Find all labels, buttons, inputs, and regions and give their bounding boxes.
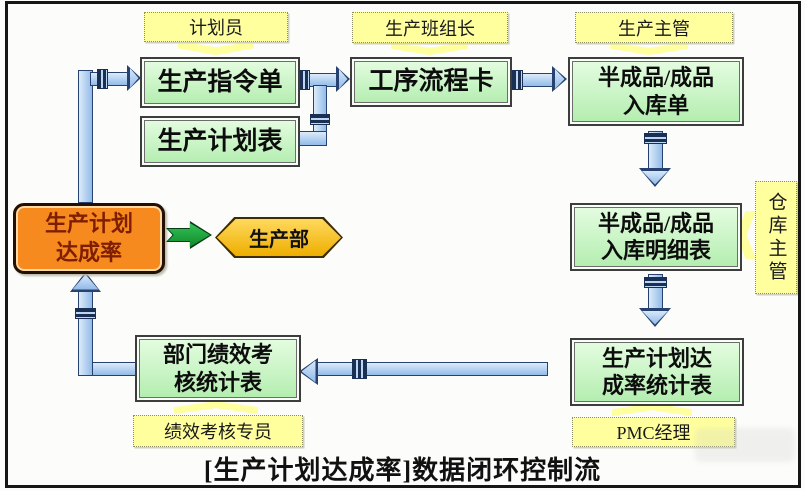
connector-branch-to-plan-vertical xyxy=(313,85,327,134)
role-label-production-supervisor: 生产主管 xyxy=(575,12,733,43)
connector-branch-to-plan-foot xyxy=(296,131,327,146)
doc-label-line1: 部门绩效考 xyxy=(162,342,273,367)
connector-joint xyxy=(97,69,108,89)
connector-dept-to-kpi-foot xyxy=(92,362,138,376)
role-label-text: 生产班组长 xyxy=(385,18,475,39)
doc-box-warehouse-detail: 半成品/成品 入库明细表 xyxy=(570,203,742,271)
kpi-box-production-plan-achievement-rate: 生产计划 达成率 xyxy=(13,203,165,274)
doc-box-production-order: 生产指令单 xyxy=(140,57,300,108)
role-label-text: 绩效考核专员 xyxy=(164,422,272,442)
kpi-label-line2: 达成率 xyxy=(55,239,122,265)
doc-box-warehouse-receipt: 半成品/成品 入库单 xyxy=(568,57,744,126)
connector-joint xyxy=(310,114,330,125)
connector-kpi-to-order-horizontal xyxy=(90,72,130,86)
up-chevron-pmc-manager xyxy=(612,403,692,416)
connector-joint xyxy=(644,133,667,144)
right-arrowhead-into-flowcard xyxy=(336,66,350,92)
doc-label-line1: 半成品/成品 xyxy=(597,210,715,236)
role-label-text: 计划员 xyxy=(189,18,243,38)
up-arrowhead-into-kpi xyxy=(70,272,101,292)
doc-box-process-flow-card: 工序流程卡 xyxy=(350,57,512,107)
doc-label-line1: 半成品/成品 xyxy=(597,65,715,90)
down-chevron-team-leader xyxy=(391,42,468,55)
doc-label-line2: 入库单 xyxy=(622,92,689,118)
connector-joint xyxy=(644,277,667,288)
role-label-team-leader: 生产班组长 xyxy=(352,12,508,43)
role-label-planner: 计划员 xyxy=(144,12,288,42)
watermark-smudge xyxy=(695,428,795,462)
role-label-text: PMC经理 xyxy=(616,423,691,443)
role-label-warehouse-supervisor: 仓库主管 xyxy=(755,181,797,294)
down-chevron-supervisor xyxy=(610,42,688,55)
down-chevron-planner xyxy=(178,41,254,55)
down-arrowhead-into-stats xyxy=(639,308,671,327)
diagram-title: [生产计划达成率]数据闭环控制流 xyxy=(203,456,602,485)
green-right-arrow-icon xyxy=(166,221,212,249)
doc-box-dept-performance: 部门绩效考 核统计表 xyxy=(135,335,301,402)
doc-box-achievement-stats: 生产计划达 成率统计表 xyxy=(570,338,744,406)
connector-kpi-to-order-vertical xyxy=(78,70,93,203)
left-arrowhead-into-dept-performance xyxy=(299,358,318,385)
up-chevron-performance-specialist xyxy=(174,401,258,414)
role-label-text: 仓库主管 xyxy=(765,191,787,284)
doc-label: 工序流程卡 xyxy=(368,68,494,96)
doc-label-line2: 核统计表 xyxy=(173,369,262,395)
connector-joint xyxy=(299,70,310,90)
connector-joint xyxy=(75,308,96,319)
doc-label: 生产指令单 xyxy=(157,68,283,96)
doc-label: 生产计划表 xyxy=(157,127,283,155)
doc-box-production-plan: 生产计划表 xyxy=(140,116,300,167)
doc-label-line1: 生产计划达 xyxy=(601,345,712,371)
connector-stats-to-dept xyxy=(316,362,548,376)
right-arrowhead-into-receipt xyxy=(552,66,567,92)
hexagon-fill: 生产部 xyxy=(217,219,341,256)
department-hexagon: 生产部 xyxy=(215,217,343,258)
connector-joint xyxy=(352,359,367,379)
role-label-pmc-manager: PMC经理 xyxy=(572,417,735,447)
role-label-text: 生产主管 xyxy=(618,18,690,39)
kpi-label-line1: 生产计划 xyxy=(44,210,133,236)
doc-label-line2: 成率统计表 xyxy=(601,373,712,398)
connector-joint xyxy=(512,70,523,90)
department-label: 生产部 xyxy=(249,229,309,251)
doc-label-line2: 入库明细表 xyxy=(600,238,711,263)
connector-dept-to-kpi-vertical xyxy=(78,291,93,376)
right-arrowhead-into-production-order xyxy=(127,65,141,91)
down-arrowhead-into-detail xyxy=(639,168,671,187)
role-label-performance-specialist: 绩效考核专员 xyxy=(133,415,303,447)
